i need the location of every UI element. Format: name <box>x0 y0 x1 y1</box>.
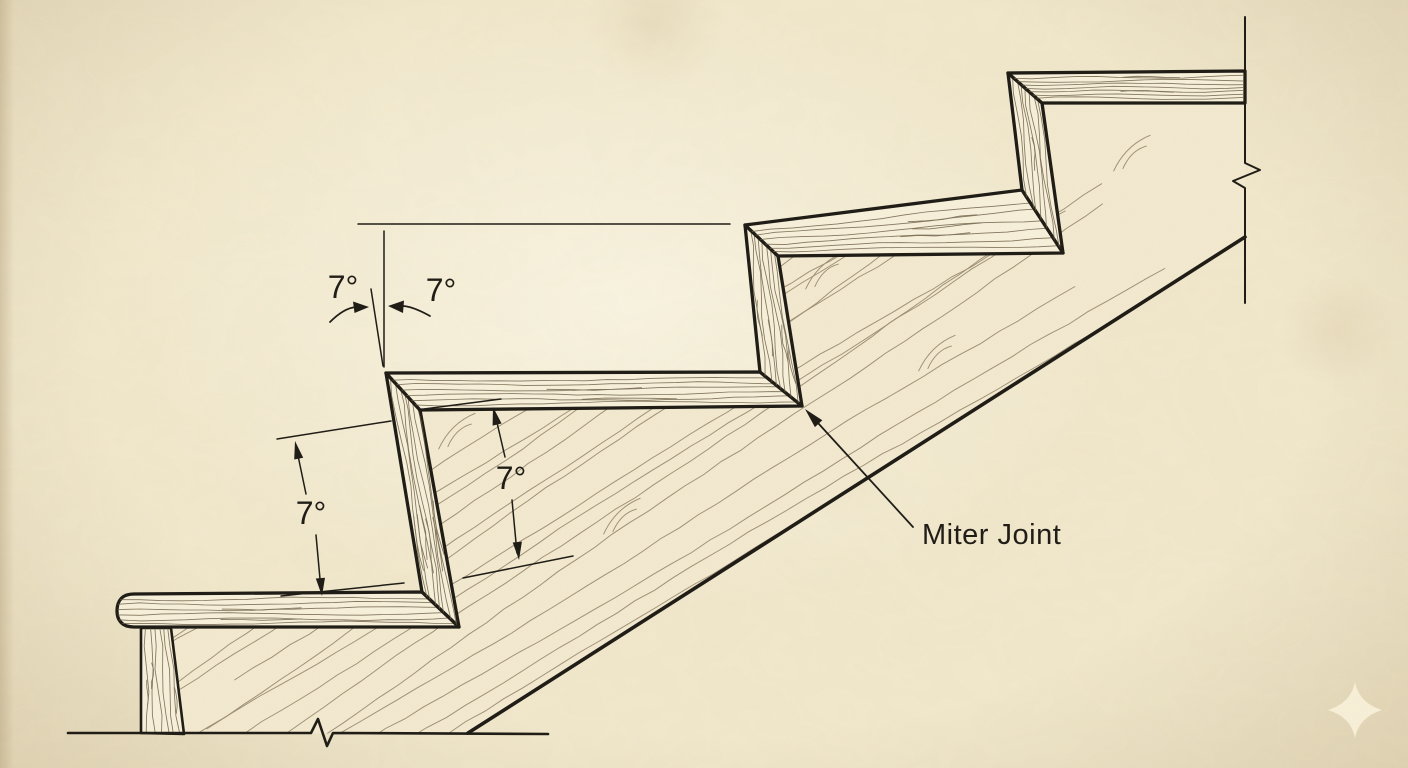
drafting-page: 7° 7° 7° 7° Miter Joint <box>0 0 1408 768</box>
paper-grain-texture <box>0 0 1408 768</box>
stair-miter-diagram: 7° 7° 7° 7° Miter Joint <box>0 0 1408 768</box>
